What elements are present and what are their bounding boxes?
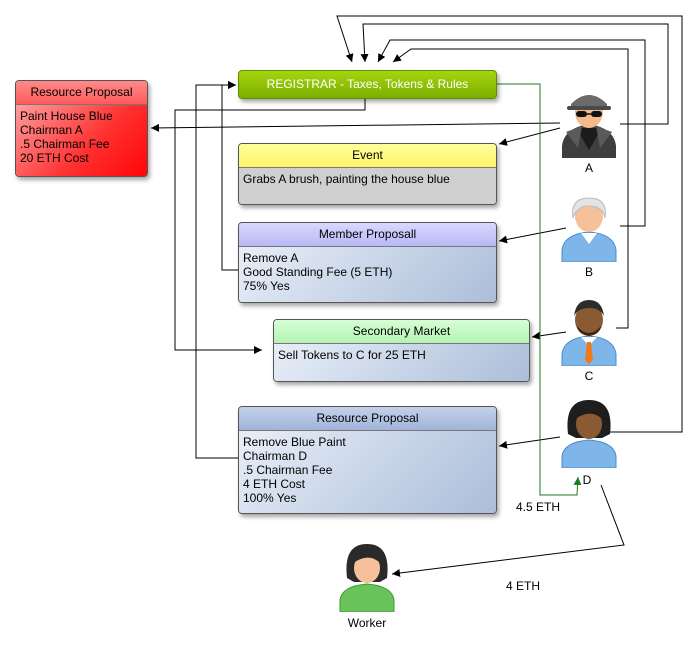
event-node[interactable]: Event Grabs A brush, painting the house … — [238, 143, 497, 205]
arrow-proposal-d-to-registrar — [195, 81, 238, 459]
registrar-node[interactable]: REGISTRAR - Taxes, Tokens & Rules — [238, 70, 497, 99]
arrow-member-to-registrar — [221, 81, 238, 271]
event-line: Grabs A brush, painting the house blue — [243, 172, 450, 186]
member-proposal-line: Remove A — [243, 251, 299, 265]
actor-a-label: A — [584, 161, 593, 175]
arrow-registrar-to-d-green — [497, 83, 582, 496]
member-proposal-line: Good Standing Fee (5 ETH) — [243, 265, 393, 279]
arrow-b-to-member — [498, 227, 567, 244]
secondary-market-line: Sell Tokens to C for 25 ETH — [278, 348, 426, 362]
edge-label-d-to-worker: 4 ETH — [506, 579, 541, 593]
arrow-b-to-registrar — [377, 39, 646, 227]
user-icon[interactable] — [556, 296, 622, 366]
actor-b-label: B — [584, 265, 593, 279]
arrow-c-to-market — [531, 331, 567, 340]
female-user-icon[interactable] — [556, 398, 622, 468]
arrow-registrar-to-proposal-a — [174, 99, 366, 354]
arrow-d-to-registrar — [336, 15, 683, 433]
arrow-a-to-proposal-a — [150, 122, 561, 132]
secondary-market-node[interactable]: Secondary Market Sell Tokens to C for 25… — [273, 319, 530, 382]
actor-c-label: C — [584, 369, 594, 383]
proposal-line: .5 Chairman Fee — [243, 463, 333, 477]
actor-d-label: D — [582, 473, 592, 487]
resource-proposal-d-title: Resource Proposal — [239, 407, 496, 431]
proposal-line: 4 ETH Cost — [243, 477, 306, 491]
member-proposal-title: Member Proposall — [239, 223, 496, 247]
arrow-d-to-worker — [391, 484, 625, 577]
gray-haired-user-icon[interactable] — [556, 192, 622, 262]
member-proposal-line: 75% Yes — [243, 279, 290, 293]
registrar-title: REGISTRAR - Taxes, Tokens & Rules — [266, 77, 469, 91]
arrow-a-to-event — [498, 127, 561, 146]
edge-label-registrar-to-d: 4.5 ETH — [516, 500, 561, 514]
proposal-line: Paint House Blue — [20, 109, 113, 123]
proposal-line: 20 ETH Cost — [20, 151, 89, 165]
spy-user-icon[interactable] — [556, 88, 622, 158]
worker-user-icon[interactable] — [334, 540, 400, 612]
arrow-a-to-registrar — [360, 23, 669, 125]
proposal-line: Remove Blue Paint — [243, 435, 346, 449]
member-proposal-node[interactable]: Member Proposall Remove A Good Standing … — [238, 222, 497, 303]
proposal-line: 100% Yes — [243, 491, 297, 505]
secondary-market-title: Secondary Market — [274, 320, 529, 344]
resource-proposal-a-title: Resource Proposal — [16, 81, 147, 105]
arrow-d-to-proposal-d — [498, 436, 561, 449]
worker-label: Worker — [347, 616, 387, 630]
resource-proposal-d-node[interactable]: Resource Proposal Remove Blue Paint Chai… — [238, 406, 497, 514]
resource-proposal-a-node[interactable]: Resource Proposal Paint House Blue Chair… — [15, 80, 148, 177]
arrow-c-to-registrar — [392, 48, 629, 329]
proposal-line: Chairman A — [20, 123, 83, 137]
event-title: Event — [239, 144, 496, 168]
proposal-line: .5 Chairman Fee — [20, 137, 110, 151]
proposal-line: Chairman D — [243, 449, 308, 463]
